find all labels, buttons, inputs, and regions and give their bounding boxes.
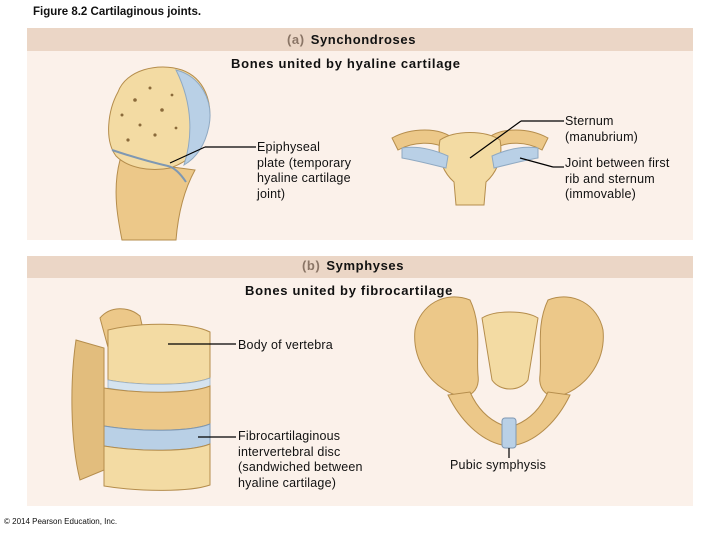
label-line: hyaline cartilage): [238, 475, 337, 490]
label-pubic-symphysis: Pubic symphysis: [450, 458, 547, 472]
humerus-shaft: [115, 159, 196, 241]
pubic-symphysis-cartilage: [501, 417, 517, 449]
section-a-title: (a) Synchondroses: [287, 32, 416, 47]
vertebrae-illustration: [71, 308, 211, 491]
sternum-illustration: [391, 129, 549, 206]
vertebra-body-upper: [107, 323, 211, 385]
section-a-letter: (a): [287, 32, 305, 47]
label-body-of-vertebra: Body of vertebra: [238, 338, 333, 352]
humerus-illustration: [108, 66, 211, 241]
label-line: (sandwiched between: [238, 460, 363, 474]
label-line: rib and sternum: [565, 171, 655, 186]
costal-cartilage-right: [491, 146, 539, 169]
label-first-rib-joint: Joint between first rib and sternum (imm…: [565, 156, 670, 203]
label-line: (manubrium): [565, 129, 639, 144]
label-sternum: Sternum (manubrium): [565, 114, 638, 145]
sacrum: [481, 311, 539, 390]
vertebra-body-lower: [103, 443, 211, 491]
humerus-articular-cartilage: [175, 69, 211, 167]
label-line: intervertebral disc: [238, 444, 341, 459]
leader-sternum-1: [469, 120, 522, 159]
manubrium: [438, 132, 502, 206]
pelvis-right-ilium: [539, 296, 604, 397]
section-a-subtitle: Bones united by hyaline cartilage: [231, 56, 461, 71]
label-line: hyaline cartilage: [257, 171, 351, 185]
label-line: joint): [257, 186, 286, 201]
label-epiphyseal-plate: Epiphyseal plate (temporary hyaline cart…: [257, 140, 351, 202]
spinous-processes: [71, 339, 105, 481]
pelvis-illustration: [414, 296, 604, 449]
pelvis-left-ilium: [414, 296, 479, 397]
label-line: Fibrocartilaginous: [238, 429, 341, 443]
section-a-band: [27, 28, 693, 51]
leader-epiphyseal-1: [169, 146, 206, 164]
figure-title: Figure 8.2 Cartilaginous joints.: [33, 6, 202, 18]
label-line: Joint between first: [565, 156, 670, 170]
label-intervertebral-disc: Fibrocartilaginous intervertebral disc (…: [238, 429, 363, 491]
section-a-name: Synchondroses: [310, 32, 417, 47]
label-line: plate (temporary: [257, 155, 352, 170]
copyright-notice: © 2014 Pearson Education, Inc.: [4, 517, 118, 526]
section-b-subtitle: Bones united by fibrocartilage: [245, 283, 454, 298]
label-line: (immovable): [565, 187, 636, 201]
vertebra-body-middle: [103, 385, 211, 431]
costal-cartilage-left: [401, 146, 449, 169]
section-b-name: Symphyses: [326, 258, 405, 273]
label-line: Sternum: [565, 114, 614, 128]
epiphyseal-plate-line: [111, 149, 187, 183]
leader-rib-joint-1: [519, 157, 554, 168]
bone-texture-dots: [120, 86, 178, 142]
label-line: Epiphyseal: [257, 140, 321, 154]
section-b-title: (b) Symphyses: [302, 258, 404, 273]
section-b-letter: (b): [302, 258, 321, 273]
section-b-band: [27, 256, 693, 278]
